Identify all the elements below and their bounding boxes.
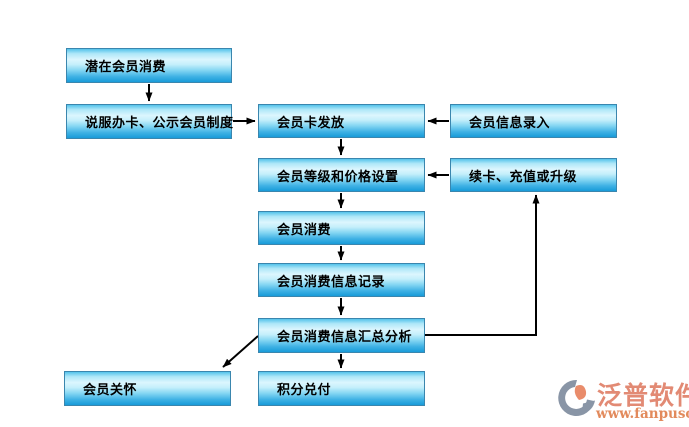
node-member-level-price-setting: 会员等级和价格设置 (258, 158, 425, 192)
node-points-redemption: 积分兑付 (258, 371, 425, 406)
edge-summary-care (222, 335, 259, 368)
fanpu-logo-icon (558, 379, 595, 416)
node-renew-recharge-upgrade: 续卡、充值或升级 (450, 158, 617, 192)
node-persuade-card-publicize-rules: 说服办卡、公示会员制度 (66, 104, 233, 139)
node-member-care: 会员关怀 (64, 371, 231, 406)
edge-summary-renew (425, 194, 540, 336)
node-member-info-entry: 会员信息录入 (450, 104, 617, 138)
brand-website: www.fanpusoft.com (596, 406, 689, 422)
node-consumption-info-record: 会员消费信息记录 (258, 263, 425, 297)
node-potential-member-consumption: 潜在会员消费 (66, 48, 232, 83)
fanpu-logo: 泛普软件 www.fanpusoft.com (556, 375, 689, 425)
node-member-consumption: 会员消费 (258, 211, 425, 245)
node-consumption-summary-analysis: 会员消费信息汇总分析 (258, 318, 425, 353)
brand-name: 泛普软件 (597, 381, 689, 410)
node-member-card-issuance: 会员卡发放 (258, 104, 425, 138)
